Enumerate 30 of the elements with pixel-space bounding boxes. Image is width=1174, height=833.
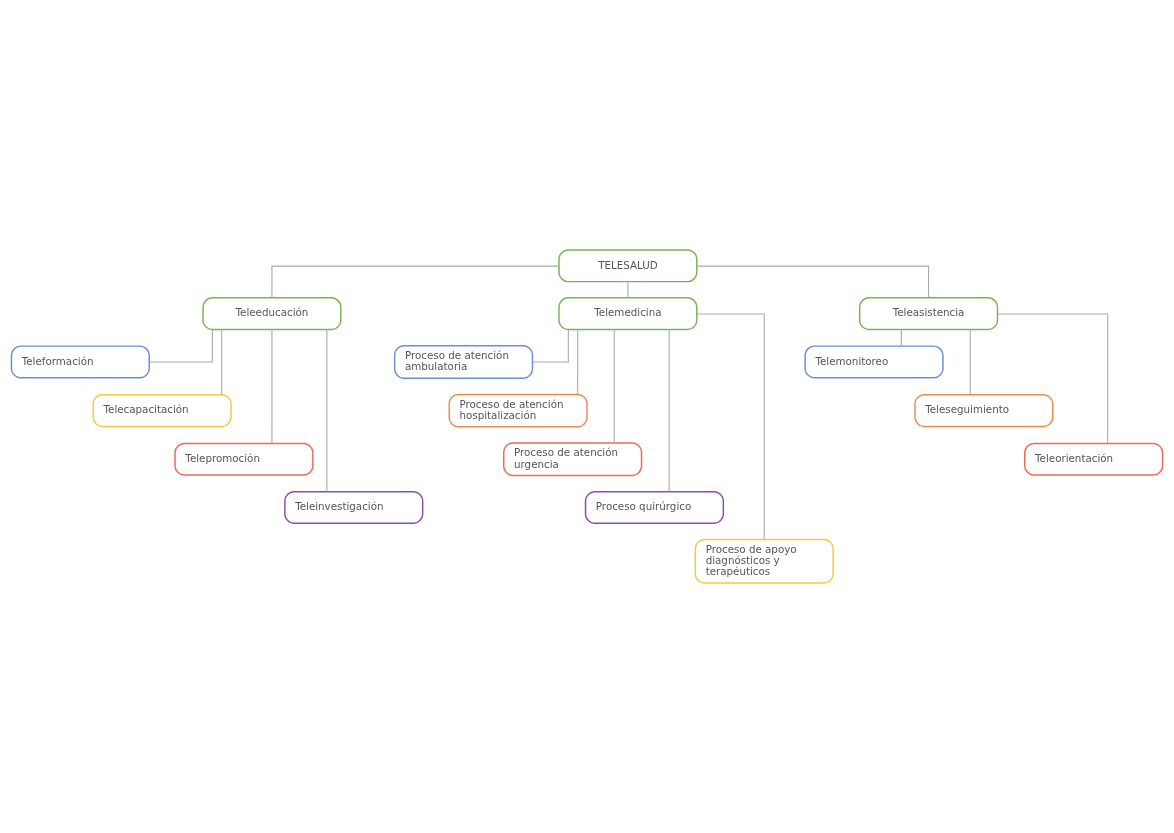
connector — [696, 313, 765, 540]
connector — [326, 329, 328, 492]
node-box: Telepromoción — [174, 442, 314, 476]
node-box: Proceso de apoyo diagnósticos y terapéuticos — [694, 538, 834, 584]
connector — [271, 265, 560, 299]
node-box: Proceso de atención urgencia — [503, 442, 643, 477]
connector — [577, 329, 579, 395]
node-box: Teleinvestigación — [284, 490, 424, 525]
node-box: Proceso de atención hospitalización — [448, 393, 588, 428]
node-box: Telemonitoreo — [804, 345, 944, 379]
connector — [668, 329, 670, 492]
node-box: Teleasistencia — [858, 297, 999, 331]
node-box: Telecapacitación — [92, 394, 232, 428]
node-box: Teleeducación — [202, 297, 342, 331]
node-box: Teleseguimiento — [914, 394, 1054, 428]
node-box: TELESALUD — [558, 249, 698, 283]
connector — [613, 329, 615, 444]
connector — [532, 329, 569, 363]
connector — [696, 265, 930, 299]
connector — [148, 329, 213, 363]
connector — [271, 329, 273, 444]
connector — [627, 281, 629, 299]
node-box: Teleorientación — [1024, 442, 1164, 476]
node-box: Telemedicina — [558, 297, 698, 331]
connector — [997, 313, 1109, 444]
node-box: Teleformación — [10, 345, 150, 379]
connector — [969, 329, 971, 396]
node-box: Proceso de atención ambulatoria — [393, 345, 534, 379]
node-box: Proceso quirúrgico — [584, 490, 725, 525]
connector — [221, 329, 223, 396]
